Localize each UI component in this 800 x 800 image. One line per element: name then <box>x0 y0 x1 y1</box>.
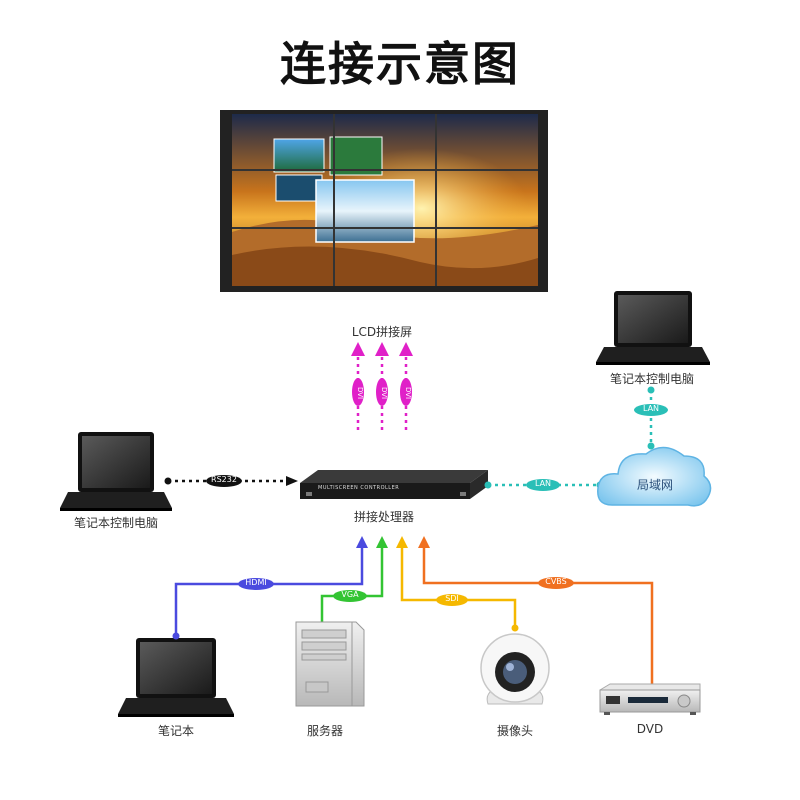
controller-label: 拼接处理器 <box>353 510 414 524</box>
dvi-links <box>351 342 413 430</box>
lcd-video-wall <box>220 110 548 292</box>
lan-link-vertical <box>634 386 668 450</box>
server-label: 服务器 <box>306 724 343 738</box>
lan-cloud-icon <box>597 446 712 507</box>
laptop-left-icon <box>60 432 172 511</box>
dvd-label: DVD <box>636 722 664 736</box>
hdmi-tag: HDMI <box>245 578 267 587</box>
rs232-link <box>164 475 298 487</box>
window-picture-1 <box>273 136 415 243</box>
sdi-link <box>396 536 519 632</box>
camera-icon <box>480 633 550 705</box>
lan-tag-horizontal: LAN <box>534 479 552 488</box>
laptop-left-label: 笔记本控制电脑 <box>73 516 158 530</box>
dvd-player-icon <box>599 683 701 715</box>
vga-tag: VGA <box>341 590 359 599</box>
lan-cloud-label: 局域网 <box>636 478 673 492</box>
laptop-bottom-label: 笔记本 <box>157 724 194 738</box>
hdmi-link <box>172 536 368 640</box>
laptop-bottom-icon <box>118 638 234 717</box>
rs232-tag: RS232 <box>211 475 237 484</box>
laptop-right-label: 笔记本控制电脑 <box>609 372 694 386</box>
camera-label: 摄像头 <box>496 724 533 738</box>
splicing-controller <box>300 470 488 499</box>
lan-tag-vertical: LAN <box>642 404 660 413</box>
page-title: 连接示意图 <box>280 37 520 91</box>
dvi-tag-2: DVI <box>380 387 388 400</box>
dvi-tag-1: DVI <box>356 387 364 400</box>
laptop-right-icon <box>596 291 710 365</box>
sdi-tag: SDI <box>445 594 459 603</box>
dvi-tag-3: DVI <box>404 387 412 400</box>
lan-link-horizontal <box>484 479 604 491</box>
vga-link <box>320 536 388 625</box>
server-icon <box>295 621 365 707</box>
cvbs-tag: CVBS <box>545 577 567 586</box>
lcd-wall-label: LCD拼接屏 <box>351 325 413 339</box>
cvbs-link <box>418 536 656 692</box>
controller-panel-text: MULTISCREEN CONTROLLER <box>318 485 400 491</box>
